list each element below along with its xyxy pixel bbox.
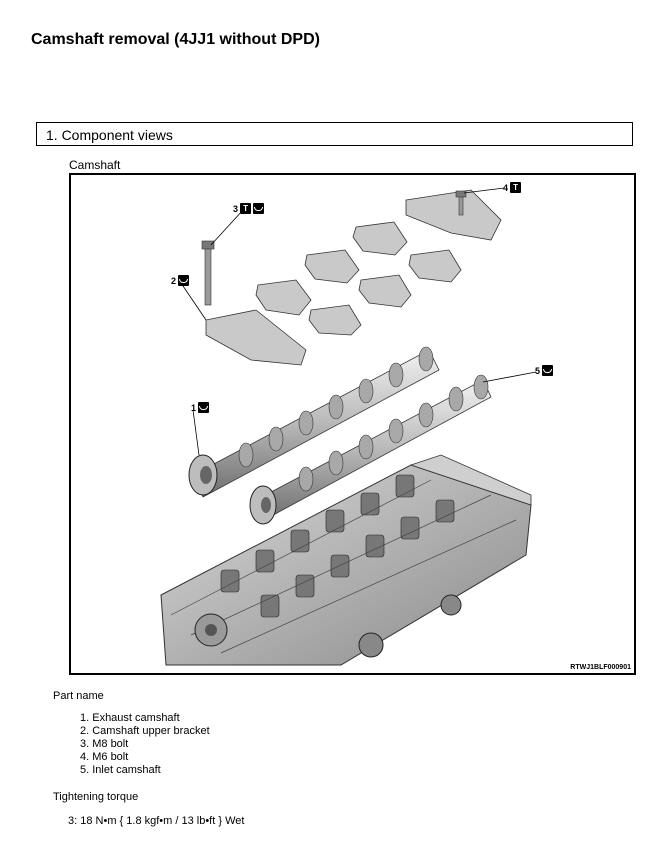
section-title: 1. Component views <box>46 127 173 143</box>
torque-icon: T <box>240 203 252 214</box>
torque-value: 3: 18 N•m { 1.8 kgf•m / 13 lb•ft } Wet <box>68 815 245 827</box>
oil-can-icon <box>253 203 265 214</box>
figure-id: RTWJ1BLF000901 <box>570 664 631 671</box>
list-item: 1. Exhaust camshaft <box>80 712 180 724</box>
inlet-camshaft <box>249 374 492 525</box>
callout-3: 3 T <box>233 203 265 214</box>
list-item: 5. Inlet camshaft <box>80 764 161 776</box>
callout-1: 1 <box>191 402 210 413</box>
callout-2: 2 <box>171 275 190 286</box>
callout-leaders <box>180 187 537 456</box>
part-list: 1. Exhaust camshaft 2. Camshaft upper br… <box>80 712 210 777</box>
list-item: 4. M6 bolt <box>80 751 129 763</box>
callout-5: 5 <box>535 365 554 376</box>
callout-4: 4 T <box>503 182 522 193</box>
oil-can-icon <box>198 402 210 413</box>
part-name-heading: Part name <box>53 690 104 702</box>
page-title: Camshaft removal (4JJ1 without DPD) <box>31 31 320 48</box>
oil-can-icon <box>542 365 554 376</box>
camshaft-component-illustration: 1 2 3 T 4 T 5 RTWJ1BLF000901 <box>69 173 636 675</box>
list-item: 2. Camshaft upper bracket <box>80 725 210 737</box>
torque-heading: Tightening torque <box>53 791 139 803</box>
exploded-view-drawing <box>160 187 537 666</box>
m8-bolt <box>201 240 215 306</box>
section-header: 1. Component views <box>36 122 633 146</box>
torque-icon: T <box>510 182 522 193</box>
exhaust-camshaft <box>188 346 440 498</box>
m6-bolt <box>455 190 467 216</box>
list-item: 3. M8 bolt <box>80 738 129 750</box>
cylinder-head <box>160 454 532 666</box>
oil-can-icon <box>178 275 190 286</box>
figure-caption: Camshaft <box>69 158 121 172</box>
camshaft-upper-brackets <box>205 189 502 366</box>
